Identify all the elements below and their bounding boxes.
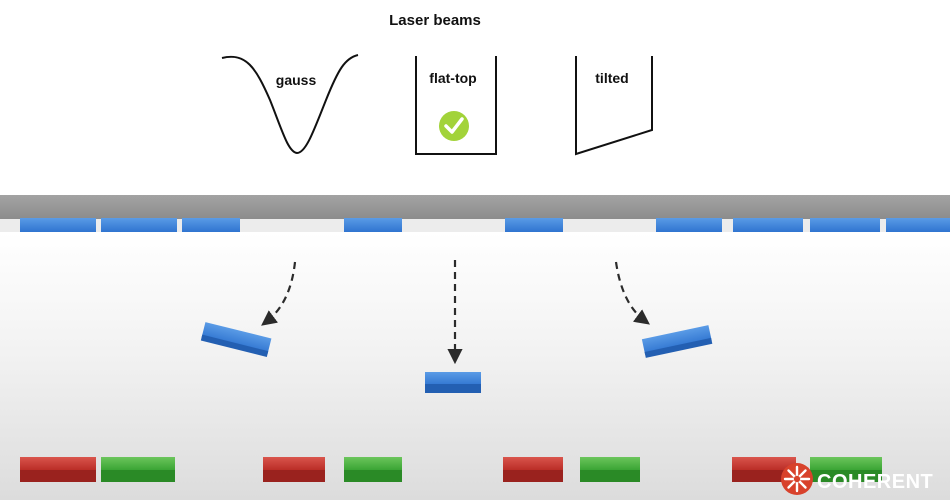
green-chip (101, 457, 175, 482)
brand-logo: COHERENT (781, 463, 933, 495)
carrier-chip (886, 218, 950, 232)
carrier-chip (656, 218, 722, 232)
carrier-plate (0, 195, 950, 219)
red-chip (263, 457, 325, 482)
red-chip (732, 457, 796, 482)
left-curved-arrow (261, 261, 297, 326)
carrier-chips (20, 218, 950, 232)
flat-chip-center (425, 372, 481, 393)
diagram-title: Laser beams (389, 12, 481, 29)
carrier-chip (182, 218, 240, 232)
starburst-logo-icon (781, 463, 813, 495)
tilted-chip-right (641, 325, 713, 358)
right-curved-arrow (614, 261, 650, 325)
carrier-chip (810, 218, 880, 232)
carrier-chip (733, 218, 803, 232)
gaussian-profile-curve (221, 54, 359, 155)
receiver-chips (20, 457, 882, 482)
beam-label-gauss: gauss (276, 72, 317, 88)
red-chip (503, 457, 563, 482)
top-background (0, 0, 950, 195)
carrier-chip (101, 218, 177, 232)
green-chip (344, 457, 402, 482)
carrier-chip (20, 218, 96, 232)
floor-background (0, 232, 950, 500)
brand-name: COHERENT (817, 471, 933, 493)
red-chip (20, 457, 96, 482)
beam-label-flat-top: flat-top (429, 70, 476, 86)
carrier-chip (505, 218, 563, 232)
green-chip (810, 457, 882, 482)
tilted-profile (575, 56, 653, 156)
beam-label-tilted: tilted (595, 70, 628, 86)
carrier-chip (344, 218, 402, 232)
tilted-chip-left (200, 322, 272, 357)
flat-top-profile (415, 56, 497, 155)
green-chip (580, 457, 640, 482)
check-icon (439, 111, 469, 141)
